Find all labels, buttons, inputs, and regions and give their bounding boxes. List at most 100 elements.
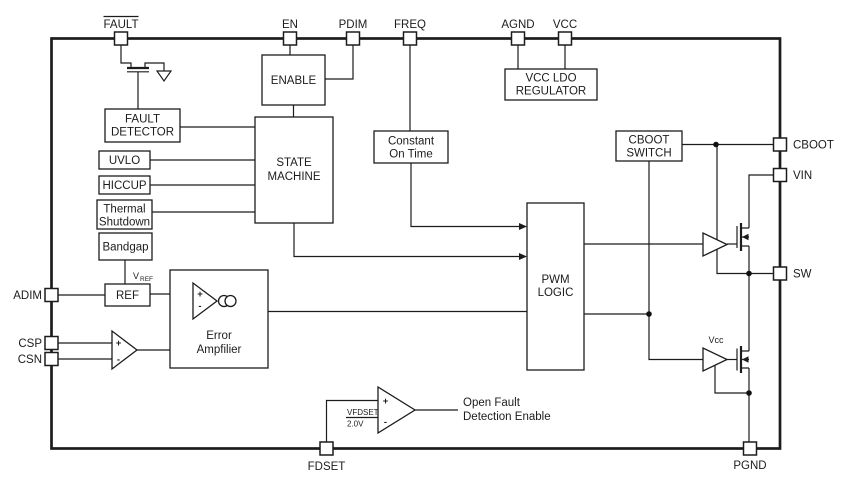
high-side-mosfet-icon	[736, 223, 749, 251]
vref-subscript: REF	[140, 276, 153, 283]
low-side-driver-icon	[702, 346, 729, 373]
open-fault-label: Open Fault	[463, 397, 521, 409]
block-vcc-ldo-regulator	[504, 68, 598, 101]
block-cot-label: Constant	[388, 136, 435, 148]
block-error-amp-label: Ampfilier	[197, 344, 242, 356]
block-constant-on-time	[373, 130, 449, 164]
pin-adim	[44, 287, 59, 303]
error-amplifier-icon: + -	[192, 281, 237, 321]
pin-en-label: EN	[282, 19, 298, 31]
wires	[58, 45, 774, 442]
block-state-machine-label: MACHINE	[267, 171, 320, 183]
block-pwm-logic-label: PWM	[541, 274, 569, 286]
mosfet-body-arrow	[742, 356, 749, 363]
pin-pdim-label: PDIM	[339, 19, 368, 31]
blocks	[96, 54, 683, 371]
low-side-mosfet-icon	[736, 346, 749, 373]
block-thermal-shutdown	[96, 199, 153, 230]
block-thermal-label: Shutdown	[99, 217, 150, 229]
block-state-machine-label: STATE	[276, 157, 312, 169]
block-fault-detector	[104, 108, 181, 143]
opamp-triangle	[192, 281, 219, 321]
pin-fdset-label: FDSET	[308, 461, 346, 473]
pin-adim-label: ADIM	[13, 290, 42, 302]
block-pwm-logic	[526, 202, 585, 371]
wire-lowdriver-return	[714, 365, 749, 394]
block-error-amp-label: Error	[206, 330, 232, 342]
opamp-triangle	[111, 329, 139, 371]
wire-lowdriver-input	[648, 314, 703, 361]
block-labels: ENABLE FAULT DETECTOR UVLO HICCUP Therma…	[99, 73, 672, 357]
block-enable	[261, 54, 326, 106]
block-uvlo-label: UVLO	[109, 155, 140, 167]
junction-dot	[646, 311, 652, 317]
arrowhead-icon	[519, 223, 527, 230]
fdset-comparator-icon: + -	[377, 385, 417, 435]
block-fault-detector-label: DETECTOR	[111, 127, 174, 139]
vref-label: V	[133, 271, 139, 281]
pin-fault-label: FAULT	[104, 19, 139, 31]
minus-sign: -	[198, 301, 201, 312]
wire-agnd-vcc-ldo	[517, 45, 566, 69]
pin-squares	[44, 31, 788, 456]
wire-highfet-vin	[748, 174, 774, 228]
block-cboot-switch	[615, 130, 683, 162]
pin-freq	[402, 31, 418, 46]
minus-sign: -	[117, 355, 120, 366]
minus-sign: -	[384, 417, 387, 428]
open-fault-label: Detection Enable	[463, 411, 551, 423]
block-ldo-label: REGULATOR	[516, 86, 587, 98]
block-pwm-logic-label: LOGIC	[538, 287, 574, 299]
pin-pgnd-label: PGND	[733, 460, 766, 472]
block-bandgap-label: Bandgap	[102, 242, 148, 254]
pin-vin	[772, 167, 788, 183]
pin-freq-label: FREQ	[394, 19, 426, 31]
block-hiccup	[98, 175, 151, 195]
opamp-triangle	[377, 385, 417, 435]
wire-cboot-sw-node	[716, 144, 774, 275]
arrowhead-icon	[519, 253, 527, 260]
junction-dot	[746, 390, 752, 396]
pin-vcc-label: VCC	[553, 19, 577, 31]
pin-pgnd	[742, 441, 758, 456]
pulldown-mosfet-icon	[127, 66, 149, 73]
pin-vin-label: VIN	[793, 170, 812, 182]
pin-fault	[113, 31, 129, 46]
block-hiccup-label: HICCUP	[102, 180, 146, 192]
block-error-amplifier	[169, 269, 269, 369]
pin-agnd	[510, 31, 526, 46]
pin-cboot-label: CBOOT	[793, 140, 834, 152]
wire-statemachine-pwm	[293, 223, 520, 258]
pin-labels: FAULT EN PDIM FREQ AGND VCC ADIM CSP CSN…	[13, 15, 834, 473]
junction-dot	[746, 270, 752, 277]
pin-cboot	[772, 137, 788, 152]
block-bandgap	[98, 232, 153, 261]
high-side-driver-icon	[702, 231, 729, 258]
block-state-machine	[254, 116, 334, 224]
wire-csp-csn	[58, 342, 112, 360]
block-ref-label: REF	[116, 290, 139, 302]
block-ldo-label: VCC LDO	[525, 73, 576, 85]
vfdset-label: VFDSET	[347, 408, 379, 417]
pin-csn	[44, 351, 59, 367]
block-enable-label: ENABLE	[271, 75, 317, 87]
plus-sign: +	[116, 338, 122, 349]
pin-vcc	[557, 31, 573, 46]
vcc-driver-label: Vcc	[708, 335, 724, 345]
block-uvlo	[98, 150, 151, 170]
pin-fdset	[319, 441, 334, 456]
junction-dots	[646, 141, 752, 396]
block-cot-label: On Time	[389, 149, 432, 161]
pin-en	[282, 31, 298, 46]
plus-sign: +	[383, 396, 389, 407]
pin-sw	[772, 266, 788, 281]
plus-sign: +	[197, 289, 203, 300]
wire-fdset-comparator	[325, 399, 378, 442]
pin-pdim	[345, 31, 361, 46]
block-cboot-switch-label: CBOOT	[629, 135, 670, 147]
pin-sw-label: SW	[793, 269, 812, 281]
ground-icon	[155, 70, 173, 83]
pin-agnd-label: AGND	[501, 19, 534, 31]
